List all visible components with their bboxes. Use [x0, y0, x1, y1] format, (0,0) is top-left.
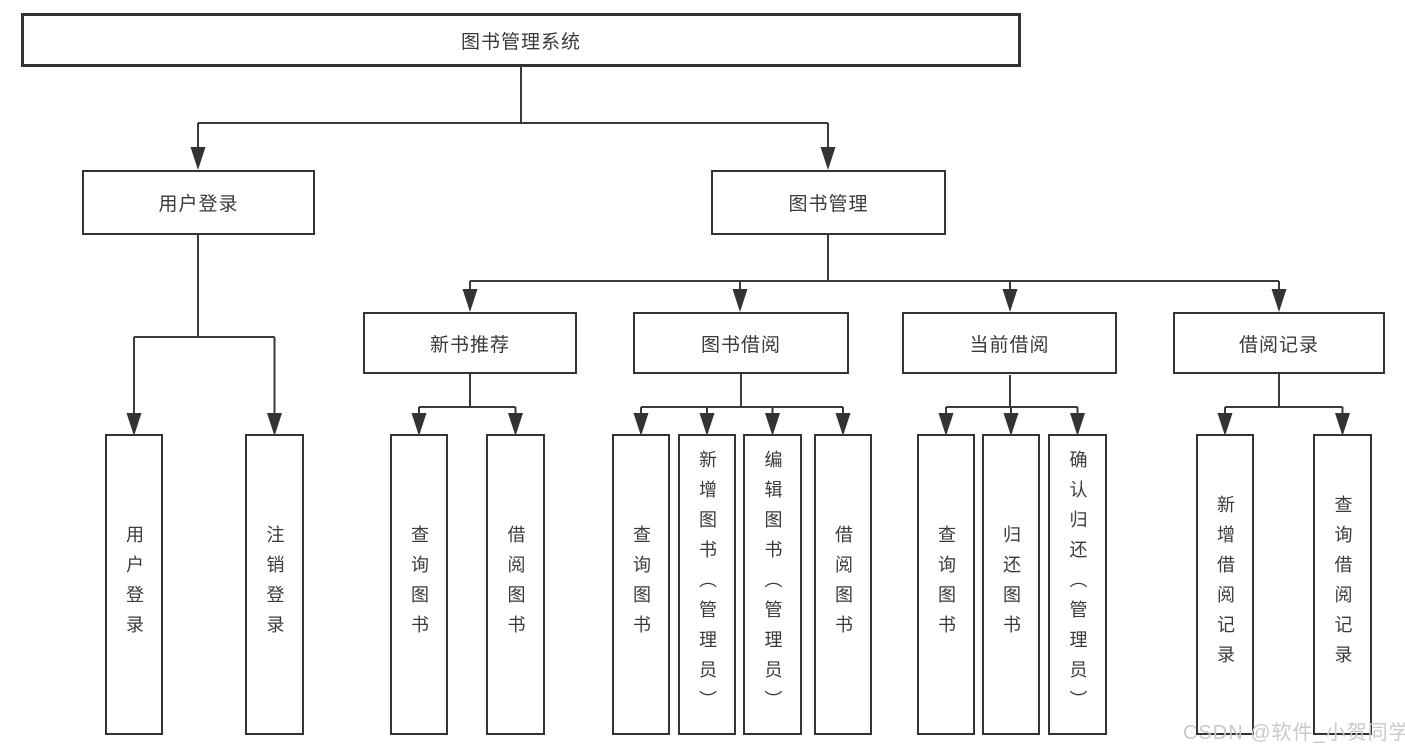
leaf-confirm-return-admin: 确认归还（管理员）	[1048, 434, 1107, 735]
leaf-query-borrow-record: 查询借阅记录	[1313, 434, 1372, 735]
leaf-add-borrow-record: 新增借阅记录	[1196, 434, 1254, 735]
node-library-management-system: 图书管理系统	[21, 13, 1021, 67]
leaf-borrow-books-recommend: 借阅图书	[486, 434, 545, 735]
leaf-query-books-borrow: 查询图书	[612, 434, 670, 735]
node-new-book-recommendation: 新书推荐	[363, 312, 577, 374]
node-book-borrowing: 图书借阅	[633, 312, 849, 374]
leaf-add-books-admin: 新增图书（管理员）	[678, 434, 736, 735]
leaf-edit-books-admin: 编辑图书（管理员）	[743, 434, 802, 735]
node-current-borrowing: 当前借阅	[902, 312, 1117, 374]
leaf-logout: 注销登录	[245, 434, 304, 735]
leaf-query-books-recommend: 查询图书	[390, 434, 448, 735]
leaf-return-books: 归还图书	[982, 434, 1040, 735]
node-book-management: 图书管理	[711, 170, 946, 235]
node-borrowing-records: 借阅记录	[1173, 312, 1385, 374]
leaf-user-login: 用户登录	[105, 434, 163, 735]
leaf-borrow-books: 借阅图书	[814, 434, 872, 735]
leaf-query-books-current: 查询图书	[917, 434, 975, 735]
csdn-watermark: CSDN @软件_小贺同学	[1183, 722, 1405, 744]
node-user-login: 用户登录	[82, 170, 315, 235]
